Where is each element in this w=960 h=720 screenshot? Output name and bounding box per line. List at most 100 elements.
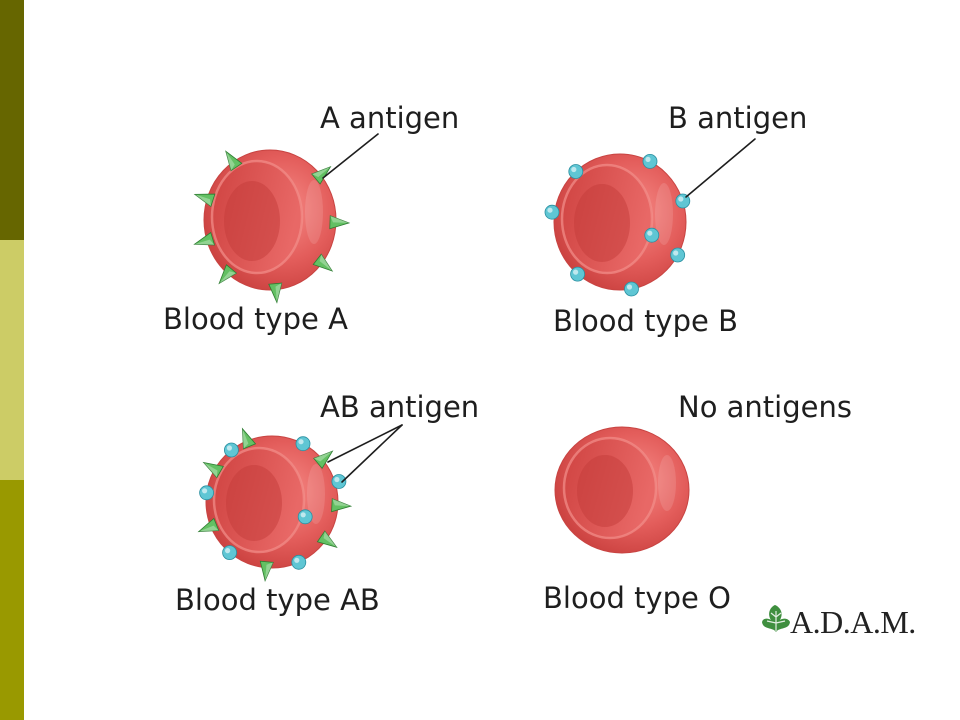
antigen-label: B antigen xyxy=(668,101,807,135)
a-antigen-spike xyxy=(197,517,220,533)
a-antigen-spike xyxy=(331,498,353,513)
b-antigen-dot xyxy=(222,545,238,560)
cell-dimple-shadow xyxy=(577,455,633,527)
leader-line xyxy=(685,138,756,198)
sidebar-band-bottom xyxy=(0,480,24,720)
panel-blood-type-a: A antigen Blood type A xyxy=(163,101,459,336)
b-antigen-dot-highlight xyxy=(225,548,231,554)
a-antigen-spike-highlight xyxy=(194,239,215,245)
a-antigen-spike-body xyxy=(312,253,334,272)
b-antigen-dot-body xyxy=(295,436,311,452)
a-antigen-spike-body xyxy=(197,517,220,533)
a-antigen-spike-body xyxy=(193,193,216,208)
a-antigen-spike-body xyxy=(329,215,351,230)
b-antigen-dot-highlight xyxy=(645,156,651,162)
antigen-label: No antigens xyxy=(678,390,852,424)
a-antigen-spike xyxy=(268,282,283,304)
b-antigen-dot xyxy=(223,442,239,458)
b-antigen-dot-highlight xyxy=(673,250,679,256)
b-antigen-dot-body xyxy=(644,227,660,243)
antigen-markers xyxy=(193,150,351,304)
a-antigen-spike-highlight xyxy=(198,525,219,532)
a-antigen-spike-body xyxy=(241,427,257,450)
a-antigen-spike-body xyxy=(316,530,338,549)
panel-blood-type-b: B antigen Blood type B xyxy=(544,101,807,338)
b-antigen-dot xyxy=(570,266,585,282)
b-antigen-dot xyxy=(644,227,660,243)
a-antigen-spike-highlight xyxy=(219,271,237,284)
b-antigen-dot-body xyxy=(670,247,686,263)
b-antigen-dot xyxy=(331,474,347,489)
cell-rim-highlight xyxy=(658,455,676,511)
b-antigen-dot xyxy=(624,281,639,297)
b-antigen-dot xyxy=(199,485,215,501)
a-antigen-spike xyxy=(313,450,334,470)
sidebar-band-top xyxy=(0,0,24,240)
a-antigen-spike-body xyxy=(225,150,243,172)
blood-type-label: Blood type B xyxy=(553,304,738,338)
b-antigen-dot-body xyxy=(544,204,560,220)
red-blood-cell xyxy=(553,153,687,291)
a-antigen-spike-body xyxy=(193,231,216,246)
adam-logo: A.D.A.M. xyxy=(762,604,916,640)
antigen-markers xyxy=(197,427,353,582)
a-antigen-spike-body xyxy=(313,450,334,470)
a-antigen-spike xyxy=(316,530,338,549)
leader-line xyxy=(322,133,379,179)
a-antigen-spike-body xyxy=(202,461,224,479)
blood-type-label: Blood type A xyxy=(163,302,348,336)
a-antigen-spike xyxy=(193,193,216,208)
red-blood-cell xyxy=(554,426,690,554)
cell-dimple-shadow xyxy=(226,465,282,541)
b-antigen-dot-highlight xyxy=(300,512,306,518)
a-antigen-spike-highlight xyxy=(319,254,333,272)
a-antigen-spike xyxy=(241,427,257,450)
panel-blood-type-ab: AB antigen Blood type AB xyxy=(175,390,479,617)
panel-blood-type-o: No antigens Blood type O xyxy=(543,390,852,615)
sidebar-band-middle xyxy=(0,240,24,480)
b-antigen-dot xyxy=(295,436,311,452)
b-antigen-dot-body xyxy=(291,554,307,570)
a-antigen-spike xyxy=(193,231,216,246)
a-antigen-spike-highlight xyxy=(203,462,218,478)
b-antigen-dot-highlight xyxy=(647,230,653,236)
b-antigen-dot-highlight xyxy=(547,207,553,213)
b-antigen-dot-body xyxy=(199,485,215,501)
b-antigen-dot-highlight xyxy=(202,488,208,494)
a-antigen-spike xyxy=(259,560,274,582)
b-antigen-dot-body xyxy=(570,266,585,282)
b-antigen-dot xyxy=(544,204,560,220)
leader-line xyxy=(327,424,403,463)
a-antigen-spike-highlight xyxy=(275,283,282,303)
b-antigen-dot xyxy=(291,554,307,570)
b-antigen-dot-body xyxy=(222,545,238,560)
a-antigen-spike xyxy=(225,150,243,172)
b-antigen-dot-body xyxy=(331,474,347,489)
b-antigen-dot-highlight xyxy=(334,476,340,483)
blood-type-label: Blood type O xyxy=(543,581,731,615)
a-antigen-spike xyxy=(218,264,238,285)
a-antigen-spike xyxy=(202,461,224,479)
b-antigen-dot xyxy=(670,247,686,263)
a-antigen-spike-body xyxy=(268,282,283,304)
leaf-icon xyxy=(762,605,790,632)
b-antigen-dot-body xyxy=(568,164,584,179)
b-antigen-dot-body xyxy=(297,509,313,525)
a-antigen-spike-highlight xyxy=(323,531,337,548)
b-antigen-dot-highlight xyxy=(626,284,633,290)
b-antigen-dot-highlight xyxy=(678,196,684,202)
b-antigen-dot xyxy=(642,153,658,169)
a-antigen-spike-highlight xyxy=(311,166,331,178)
b-antigen-dot-body xyxy=(223,442,239,458)
logo-wordmark: A.D.A.M. xyxy=(790,604,916,640)
b-antigen-dot-highlight xyxy=(226,445,232,451)
a-antigen-spike-highlight xyxy=(313,451,333,462)
a-antigen-spike xyxy=(312,253,334,272)
a-antigen-spike-body xyxy=(259,560,274,582)
a-antigen-spike-body xyxy=(218,264,238,285)
b-antigen-dot-highlight xyxy=(573,269,579,275)
a-antigen-spike xyxy=(329,215,351,230)
antigen-label: A antigen xyxy=(320,101,459,135)
